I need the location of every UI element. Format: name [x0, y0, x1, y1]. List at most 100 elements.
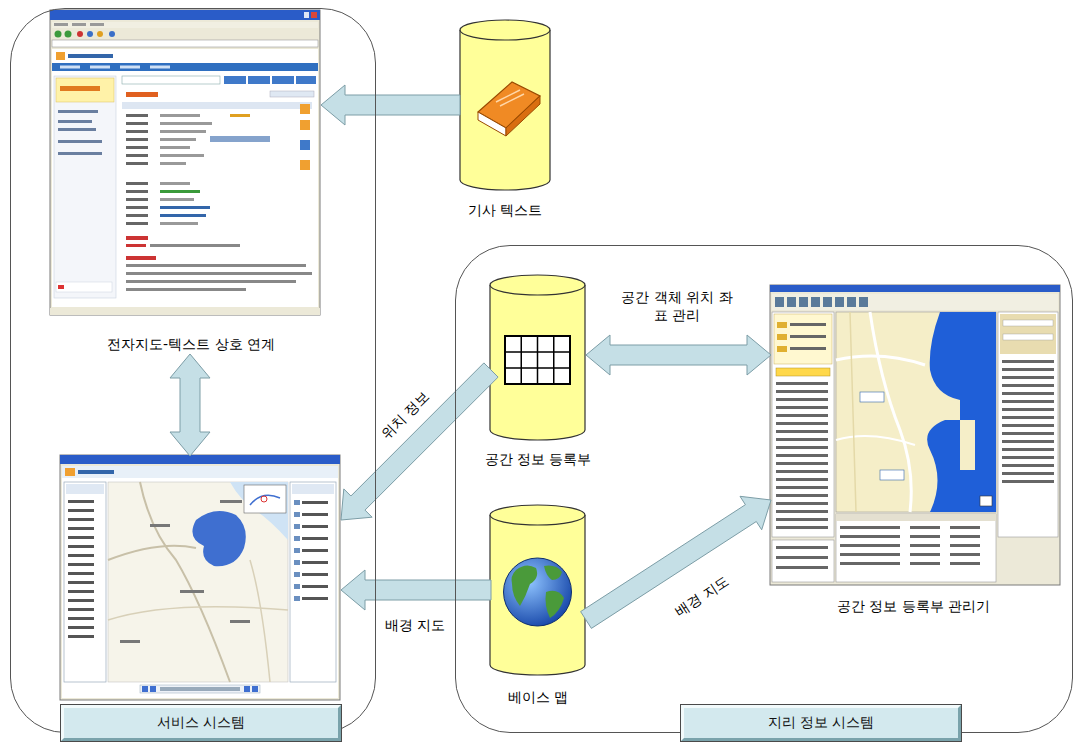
web-page-screenshot-part	[87, 31, 93, 37]
web-page-screenshot-part	[126, 182, 148, 185]
map-service-screenshot-part	[220, 500, 242, 503]
map-service-screenshot-part	[180, 590, 204, 593]
node-caption: 전자지도-텍스트 상호 연계	[41, 334, 341, 354]
manager-screenshot-part	[980, 496, 992, 506]
web-page-screenshot-part	[126, 264, 306, 267]
map-service-screenshot-part	[294, 548, 300, 553]
web-page-screenshot-part	[77, 31, 83, 37]
node-caption: 기사 텍스트	[440, 200, 570, 220]
manager-screenshot-part	[840, 562, 900, 565]
manager-screenshot-part	[776, 368, 830, 376]
map-service-screenshot-part	[302, 597, 328, 600]
map-service-screenshot-part	[65, 468, 75, 476]
web-page-screenshot-part	[60, 86, 100, 91]
map-service-screenshot-part	[302, 549, 328, 552]
database-cylinder-part	[490, 515, 585, 675]
manager-screenshot-part	[776, 462, 828, 465]
database-node: 공간 정보 등록부	[473, 269, 603, 469]
manager-screenshot-part	[880, 470, 904, 480]
manager-screenshot-part	[1002, 464, 1054, 467]
web-page-screenshot-part	[210, 136, 270, 142]
manager-screenshot-part	[776, 486, 828, 489]
manager-screenshot-part	[772, 540, 834, 582]
map-service-screenshot-part	[68, 581, 94, 584]
manager-screenshot-part	[776, 526, 828, 529]
web-page-screenshot-part	[126, 146, 148, 149]
web-page-screenshot-part	[296, 76, 316, 84]
manager-screenshot-part	[772, 312, 834, 537]
table-icon-part	[505, 336, 570, 384]
map-service-screenshot-part	[294, 536, 300, 541]
manager-screenshot-part	[811, 297, 820, 307]
web-page-screenshot-part	[109, 31, 115, 37]
web-page-screenshot-part	[58, 140, 102, 143]
map-service-screenshot-part	[244, 485, 286, 513]
web-page-screenshot-part	[126, 222, 148, 225]
web-page-screenshot-part	[58, 152, 102, 155]
web-page-screenshot-part	[65, 31, 72, 38]
manager-screenshot-part	[860, 392, 884, 402]
manager-screenshot-part	[1003, 320, 1053, 326]
map-service-screenshot-part	[68, 545, 94, 548]
web-page-screenshot-part	[55, 31, 62, 38]
globe-icon-part	[544, 566, 562, 580]
map-service-screenshot-part	[68, 554, 94, 557]
web-page-screenshot-part	[300, 104, 310, 114]
map-service-screenshot-part	[290, 482, 336, 682]
database-cylinder-part	[460, 20, 550, 40]
map-service-screenshot-part	[150, 686, 156, 692]
map-service-screenshot-part	[68, 626, 94, 629]
map-service-screenshot-part	[68, 518, 94, 521]
database-cylinder-part	[490, 275, 585, 295]
manager-screenshot-part	[840, 526, 900, 529]
map-service-screenshot	[60, 455, 340, 700]
map-service-screenshot-part	[68, 572, 94, 575]
system-region: 지리 정보 시스템공간 정보 등록부베이스 맵공간 정보 등록부 관리기	[455, 245, 1073, 733]
web-page-screenshot-part	[160, 190, 200, 193]
manager-screenshot-part	[836, 514, 996, 582]
manager-screenshot-part	[1002, 424, 1054, 427]
manager-screenshot-part	[776, 438, 828, 441]
node-caption: 공간 정보 등록부	[473, 449, 603, 469]
web-page-screenshot-part	[50, 308, 320, 315]
web-page-screenshot-part	[126, 138, 148, 141]
manager-screenshot-part	[776, 398, 828, 401]
manager-screenshot-part	[1002, 416, 1054, 419]
manager-screenshot-part	[776, 470, 828, 473]
manager-screenshot-part	[910, 526, 940, 529]
map-service-screenshot-part	[302, 585, 328, 588]
map-service-screenshot-part	[120, 640, 140, 643]
manager-screenshot-part	[950, 535, 980, 538]
web-page-screenshot-part	[90, 23, 104, 26]
map-service-screenshot-part	[68, 563, 94, 566]
manager-screenshot-part	[960, 420, 975, 470]
node-caption: 베이스 맵	[473, 687, 603, 707]
web-page-screenshot-part	[72, 23, 86, 26]
manager-screenshot-part	[1002, 368, 1054, 371]
web-page-screenshot-part	[311, 12, 317, 18]
web-page-screenshot-part	[300, 140, 310, 150]
manager-screenshot-part	[836, 312, 996, 512]
web-page-screenshot-part	[58, 128, 96, 131]
block-arrow	[170, 354, 210, 456]
web-page-screenshot-part	[50, 10, 320, 20]
map-service-screenshot-part	[68, 500, 94, 503]
map-service-screenshot-part	[62, 466, 338, 698]
map-service-screenshot-part	[192, 511, 245, 566]
database-cylinder	[460, 20, 550, 190]
web-page-screenshot-part	[54, 23, 68, 26]
manager-screenshot-part	[910, 535, 940, 538]
web-page-screenshot-part	[58, 285, 64, 289]
manager-screenshot-part	[870, 312, 911, 512]
web-page-screenshot-part	[272, 76, 294, 84]
web-page-screenshot-part	[160, 154, 204, 157]
map-service-screenshot-part	[292, 484, 334, 494]
map-service-screenshot-part	[68, 608, 94, 611]
web-page-screenshot-part	[120, 66, 140, 69]
map-service-screenshot-part	[68, 599, 94, 602]
manager-screenshot-part	[776, 382, 828, 385]
web-page-screenshot-part	[126, 130, 148, 133]
web-page-screenshot-part	[90, 66, 110, 69]
web-page-screenshot-part	[224, 76, 246, 84]
manager-screenshot-part	[835, 297, 844, 307]
